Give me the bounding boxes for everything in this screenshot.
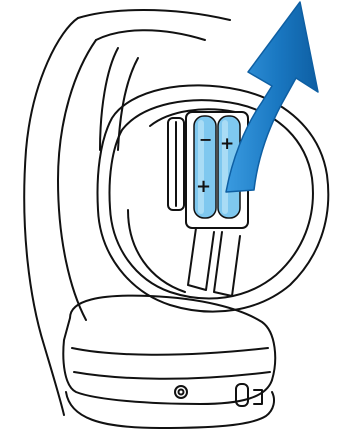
headband-band [96,30,205,40]
headband-inner [58,40,96,320]
removal-arrow [226,2,318,192]
headband-top [78,10,230,20]
side-button [236,384,248,406]
battery-left [194,116,216,218]
audio-port [175,386,187,398]
headband-outer [24,18,78,415]
